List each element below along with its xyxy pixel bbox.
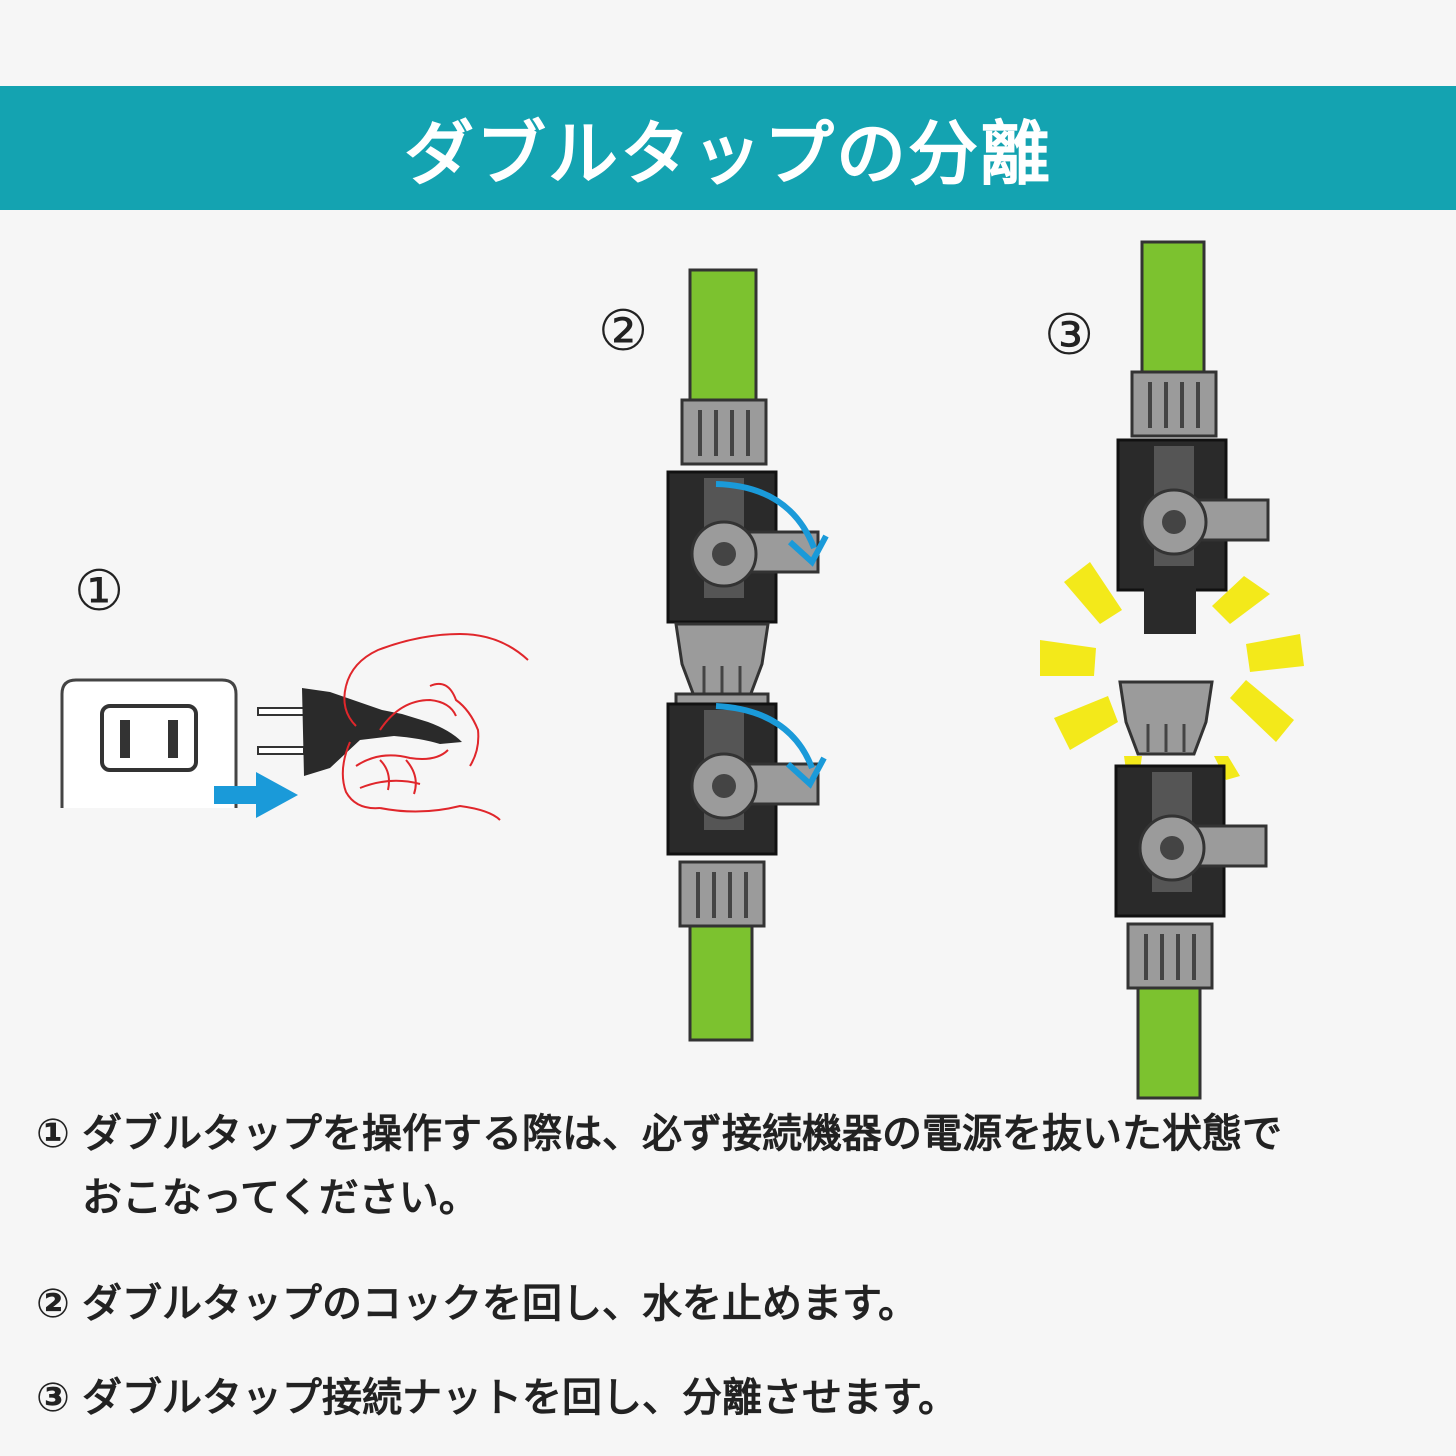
instruction-mark-1: ① [36,1111,70,1157]
page-title: ダブルタップの分離 [404,112,1052,195]
instruction-mark-2: ② [36,1281,70,1327]
double-tap-connected [666,268,829,1042]
step-label-1: ① [74,559,125,624]
separation-diagram: ① ② ③ [0,210,1456,1110]
instruction-2-line1: ダブルタップのコックを回し、水を止めます。 [82,1281,918,1327]
instruction-mark-3: ③ [36,1375,70,1421]
instruction-2: ② ダブルタップのコックを回し、水を止めます。 [36,1272,1436,1336]
header-banner: ダブルタップの分離 [0,86,1456,210]
diagram-canvas [60,240,1304,1100]
instruction-3: ③ ダブルタップ接続ナットを回し、分離させます。 [36,1366,1436,1430]
right-arrow-icon [214,772,298,818]
hand-icon [341,632,529,821]
instruction-1-line1: ダブルタップを操作する際は、必ず接続機器の電源を抜いた状態で [82,1111,1282,1157]
instruction-1: ① ダブルタップを操作する際は、必ず接続機器の電源を抜いた状態で おこなってくださ… [36,1102,1436,1230]
step-label-2: ② [598,299,649,364]
curved-rotate-arrow-icon [715,481,829,789]
step-label-3: ③ [1044,303,1095,368]
separation-burst-icon [1040,562,1304,780]
power-outlet-icon [60,678,238,808]
instruction-1-line2: おこなってください。 [82,1175,479,1221]
power-plug-icon [257,688,462,776]
double-tap-separated [1040,240,1304,1100]
instruction-3-line1: ダブルタップ接続ナットを回し、分離させます。 [82,1375,958,1421]
